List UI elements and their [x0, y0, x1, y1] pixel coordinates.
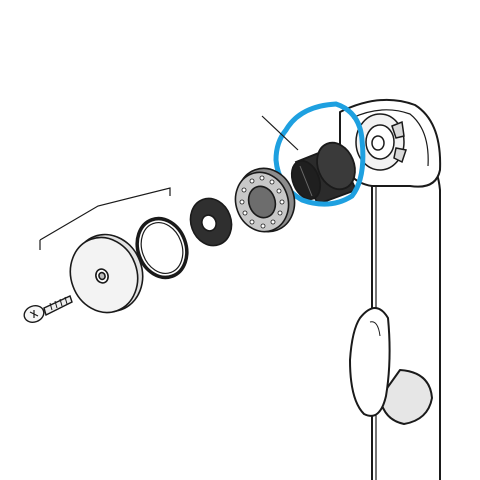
callout-leader-1	[261, 115, 299, 151]
cover-cap	[69, 233, 144, 314]
rubber-washer	[189, 197, 233, 247]
perforated-disc	[234, 167, 296, 233]
o-ring	[135, 216, 189, 280]
highlight-circle-icon	[273, 101, 366, 207]
lever-handle	[349, 307, 433, 425]
callout-bracket-2	[39, 187, 171, 250]
screw-icon	[23, 295, 73, 323]
cartridge-part-1	[290, 141, 358, 206]
mounting-hub	[355, 113, 407, 171]
